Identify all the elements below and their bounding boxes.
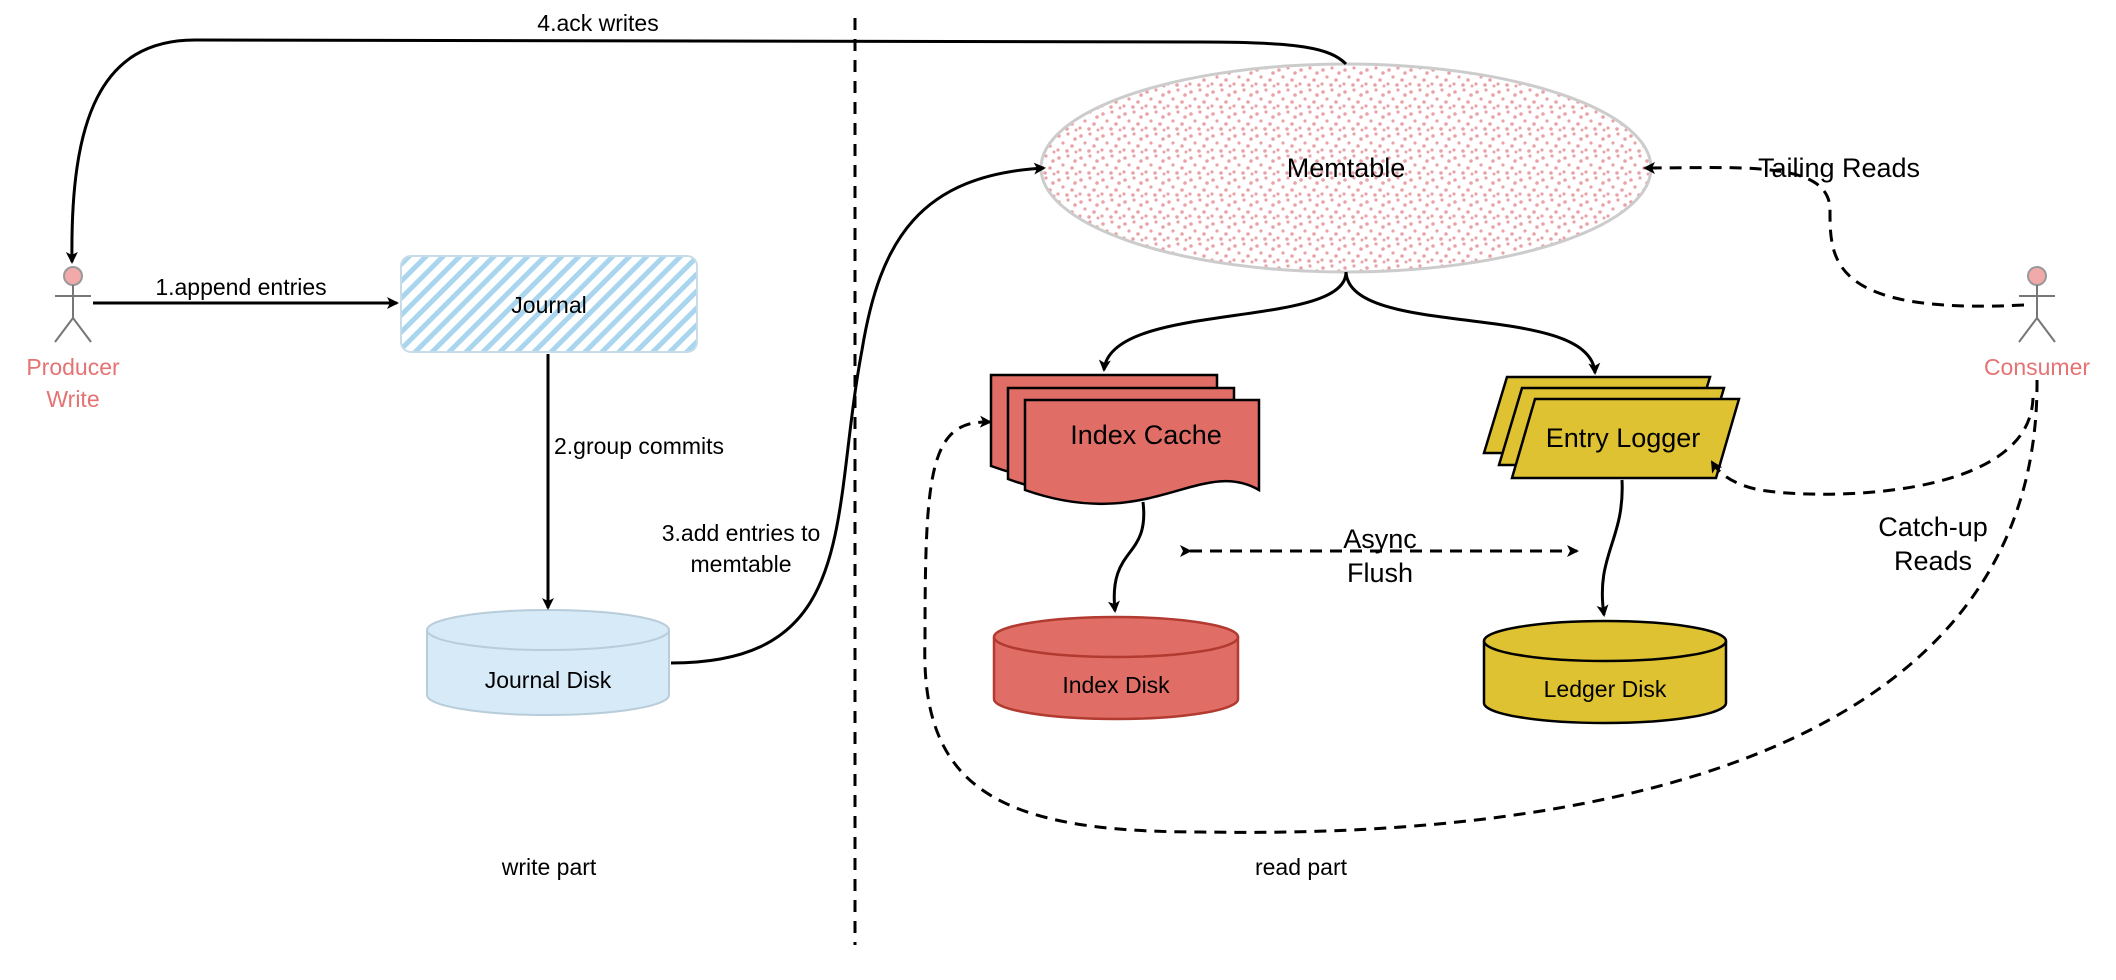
label-add-entries-line2: memtable (691, 551, 792, 577)
consumer-actor-icon (2018, 266, 2056, 343)
ledger-disk-label: Ledger Disk (1544, 676, 1667, 702)
entry-logger-stack (1482, 375, 1741, 480)
journal-box (400, 255, 698, 353)
label-catchup-line2: Reads (1894, 546, 1972, 576)
index-disk-label: Index Disk (1062, 672, 1170, 698)
label-catchup-line1: Catch-up (1878, 512, 1988, 542)
consumer-label: Consumer (1984, 354, 2090, 380)
producer-actor-icon (54, 266, 92, 343)
edge-catchup-reads (1710, 397, 2035, 496)
edge-memtable-to-entry-logger (1344, 271, 1601, 375)
ledger-disk-cylinder (1482, 619, 1728, 725)
edge-add-entries (670, 162, 1046, 665)
edge-memtable-to-index-cache (1098, 271, 1348, 372)
edge-index-cache-to-disk (1107, 501, 1146, 613)
label-async-line1: Async (1343, 524, 1417, 554)
edge-entry-logger-to-disk (1596, 479, 1624, 617)
label-group-commits: 2.group commits (554, 433, 724, 459)
label-ack-writes: 4.ack writes (537, 10, 658, 36)
section-label-write: write part (501, 854, 597, 880)
label-tailing-reads: Tailing Reads (1758, 153, 1920, 183)
section-label-read: read part (1255, 854, 1348, 880)
journal-label: Journal (511, 292, 586, 318)
edge-ack-writes (65, 38, 1348, 264)
journal-disk-cylinder (426, 609, 670, 716)
index-cache-label: Index Cache (1070, 420, 1222, 450)
memtable-label: Memtable (1287, 153, 1406, 183)
producer-label-line2: Write (46, 386, 99, 412)
index-disk-cylinder (992, 615, 1240, 721)
label-append-entries: 1.append entries (155, 274, 326, 300)
entry-logger-label: Entry Logger (1546, 423, 1701, 453)
index-cache-stack (989, 373, 1261, 506)
producer-label-line1: Producer (26, 354, 120, 380)
journal-disk-label: Journal Disk (485, 667, 612, 693)
label-add-entries-line1: 3.add entries to (662, 520, 821, 546)
label-async-line2: Flush (1347, 558, 1413, 588)
edge-reads-to-index-cache (923, 379, 2039, 834)
edge-tailing-reads (1643, 161, 2025, 308)
